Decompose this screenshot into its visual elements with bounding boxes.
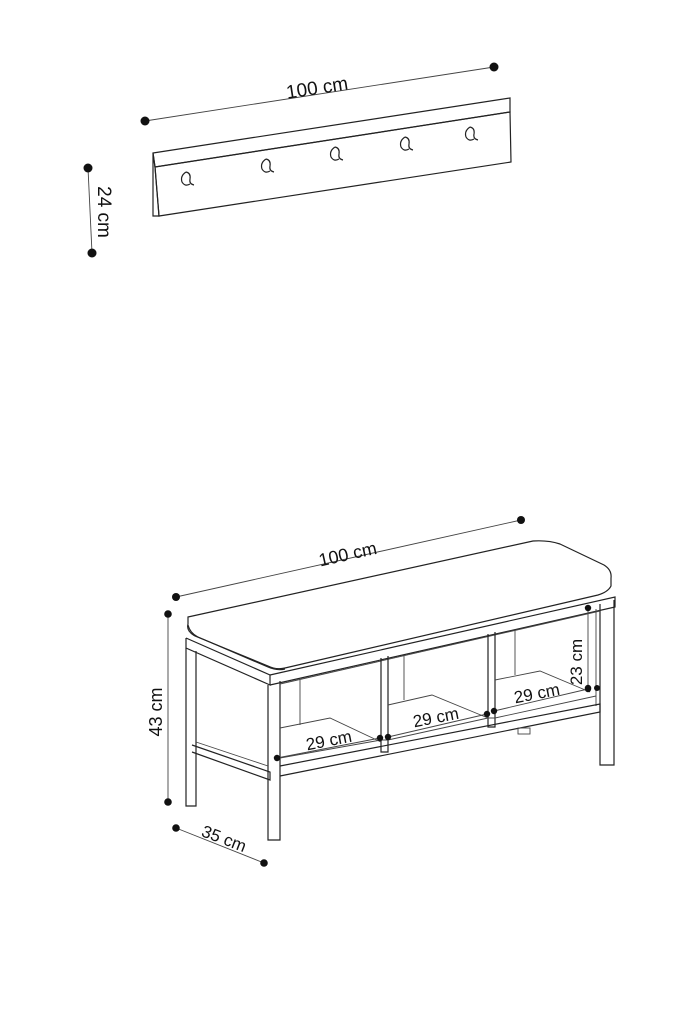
compartment-dimensions: 29 cm 29 cm 29 cm 23 cm bbox=[273, 604, 600, 762]
compartment-height-dimension: 23 cm bbox=[567, 604, 600, 692]
bench-compartments bbox=[279, 610, 601, 759]
compartment-width-right-label: 29 cm bbox=[512, 680, 561, 707]
bench-depth-label: 35 cm bbox=[199, 822, 249, 856]
bench-width-label: 100 cm bbox=[317, 538, 379, 570]
coat-rack-drawing: 100 cm 24 cm bbox=[83, 62, 512, 258]
bench-drawing: 100 cm 43 cm 35 cm bbox=[146, 516, 616, 867]
coat-hook-icon bbox=[399, 136, 414, 151]
compartment-width-middle-dimension: 29 cm bbox=[384, 704, 491, 741]
coat-rack-board bbox=[152, 97, 512, 217]
coat-hook-icon bbox=[329, 146, 344, 161]
coat-rack-width-label: 100 cm bbox=[285, 73, 350, 103]
bench-cushion bbox=[187, 540, 612, 671]
compartment-height-label: 23 cm bbox=[567, 639, 586, 685]
compartment-width-middle-label: 29 cm bbox=[411, 704, 460, 731]
bench-frame bbox=[185, 596, 616, 841]
bench-width-dimension: 100 cm bbox=[172, 516, 525, 601]
coat-rack-width-dimension: 100 cm bbox=[140, 62, 499, 126]
bench-depth-dimension: 35 cm bbox=[172, 822, 268, 867]
bench-height-dimension: 43 cm bbox=[146, 610, 172, 806]
coat-hook-icon bbox=[180, 171, 195, 186]
coat-hook-icon bbox=[260, 158, 275, 173]
bench-height-label: 43 cm bbox=[146, 687, 166, 736]
coat-rack-height-dimension: 24 cm bbox=[83, 163, 114, 258]
coat-hook-icon bbox=[464, 126, 479, 141]
compartment-width-left-label: 29 cm bbox=[304, 727, 353, 754]
coat-rack-height-label: 24 cm bbox=[93, 186, 114, 238]
coat-hooks bbox=[180, 126, 479, 186]
